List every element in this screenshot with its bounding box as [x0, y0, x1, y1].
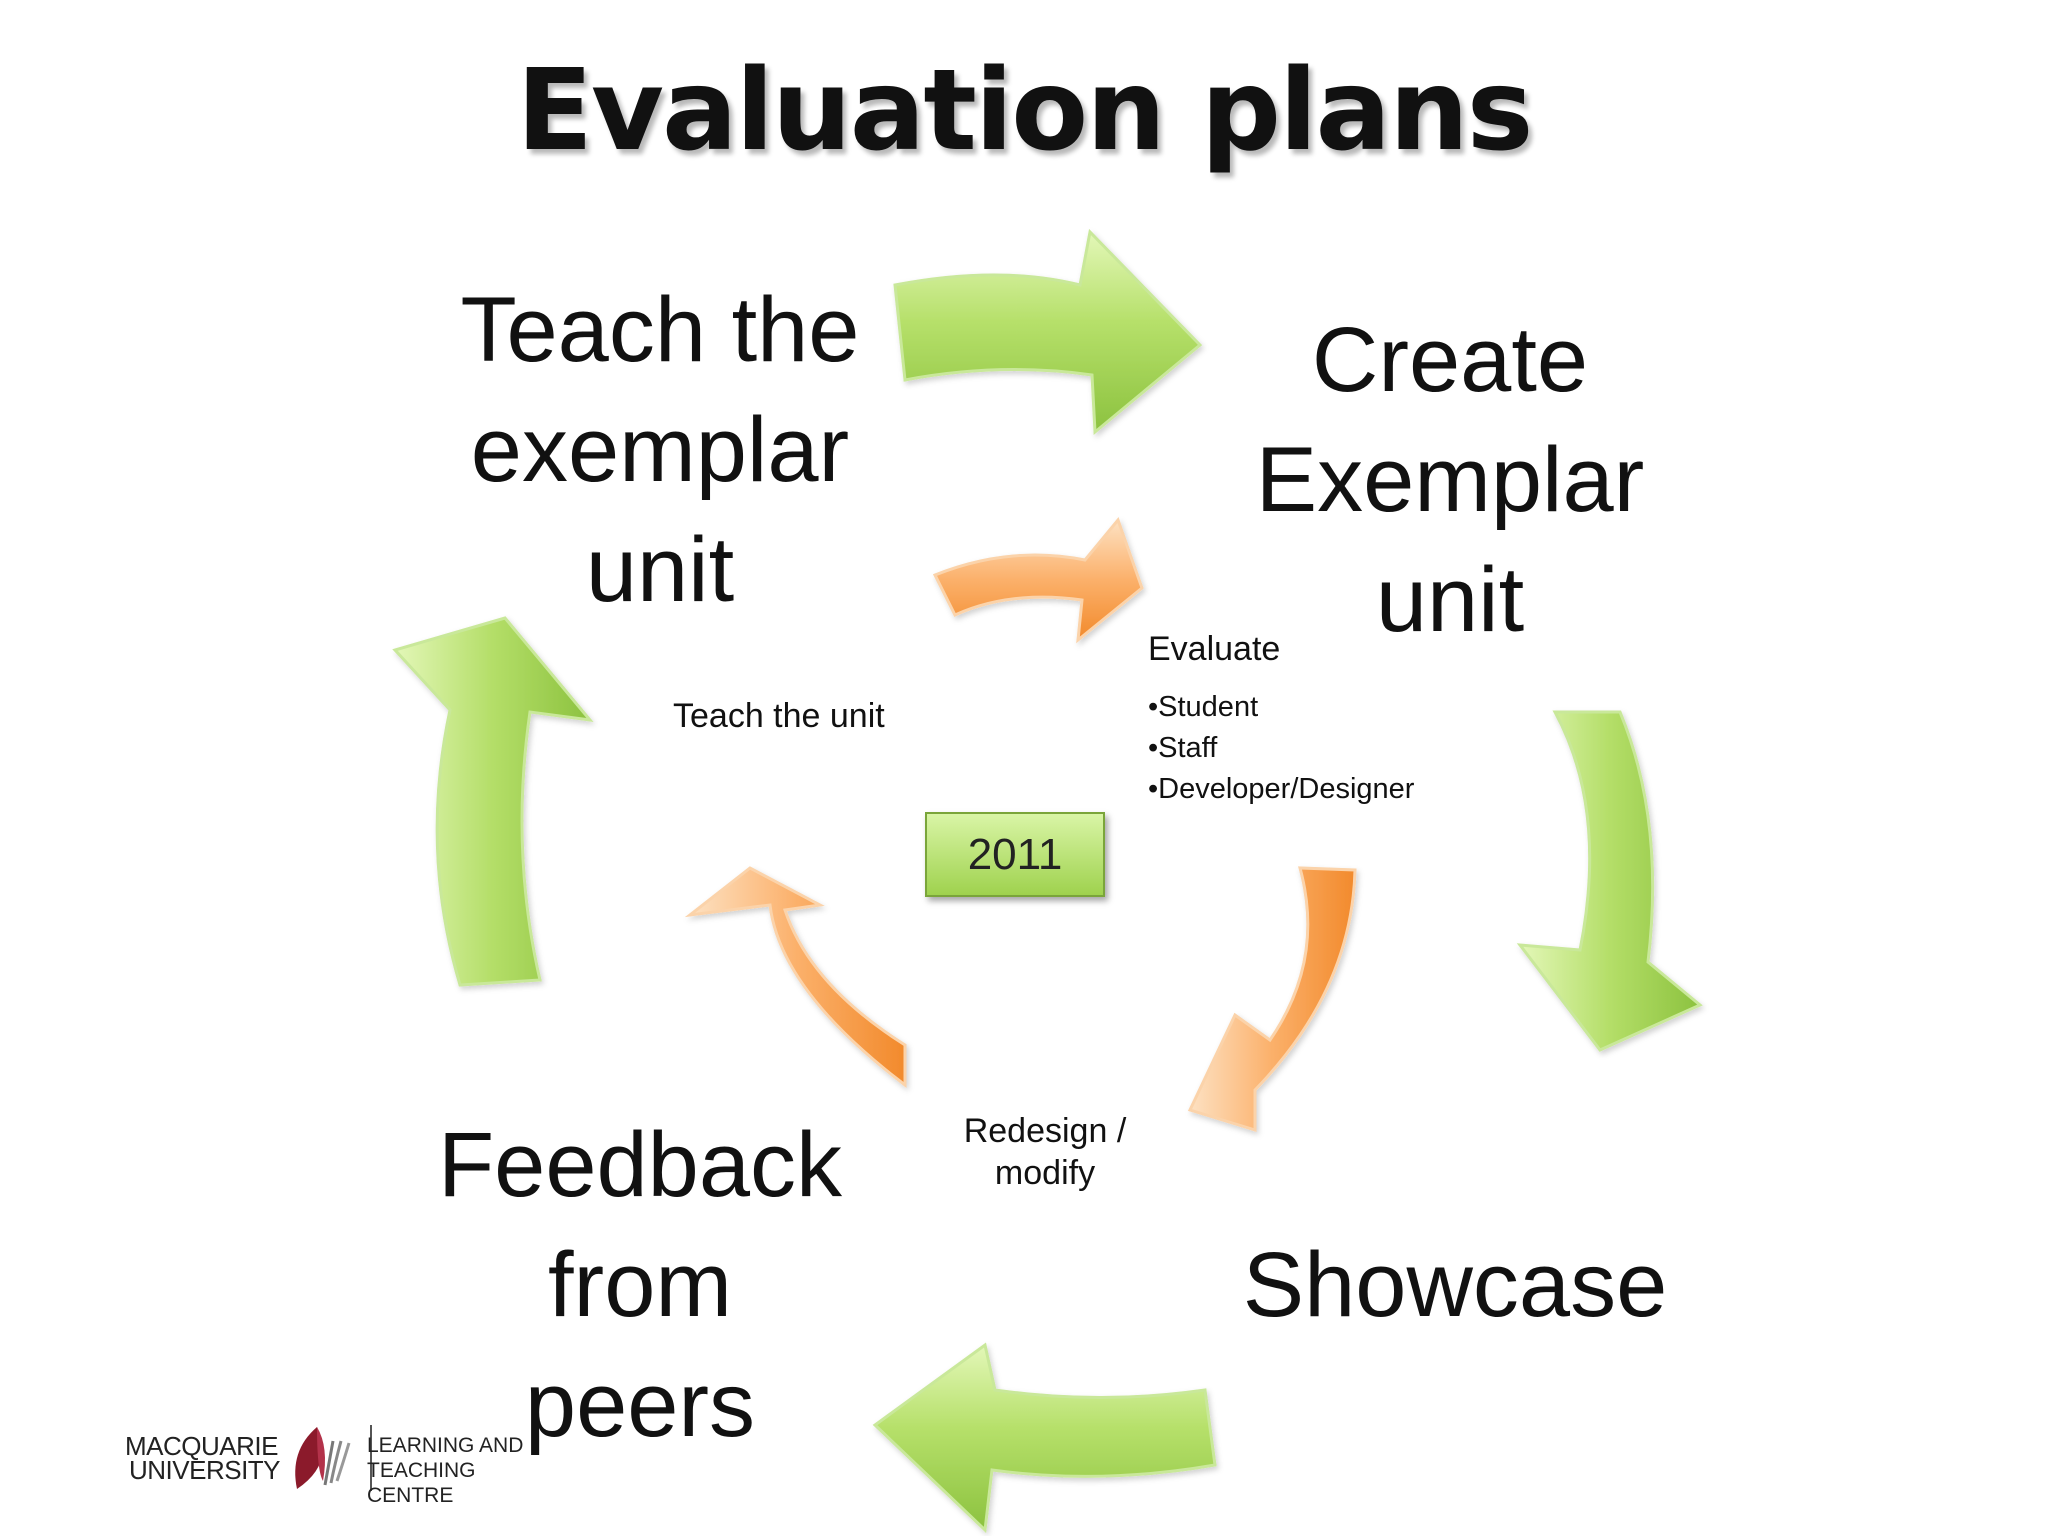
label-redesign-line-2: modify — [994, 1154, 1096, 1192]
label-create-line-1: Create — [1311, 309, 1589, 411]
label-create-line-3: unit — [1375, 549, 1525, 651]
logo-unit-line-2: TEACHING CENTRE — [367, 1459, 476, 1507]
label-create-line-2: Exemplar — [1255, 429, 1645, 531]
label-evaluate: Evaluate — [1148, 630, 1281, 668]
logo-unit-line-1: LEARNING AND — [367, 1434, 524, 1457]
page-title: Evaluation plans — [516, 46, 1534, 176]
evaluate-item-staff: •Staff — [1148, 732, 1218, 764]
label-feedback-line-3: peers — [524, 1354, 756, 1456]
label-teach-the-unit: Teach the unit — [673, 697, 885, 735]
arrow-feedback-to-teach — [392, 616, 594, 987]
label-evaluate-group: Evaluate •Student •Staff •Developer/Desi… — [1148, 628, 1414, 810]
arrow-create-to-showcase — [1516, 710, 1703, 1052]
arrow-evaluate-to-redesign — [1187, 866, 1357, 1133]
macquarie-logo: MACQUARIE UNIVERSITY LEARNING AND TEACHI… — [125, 1425, 525, 1507]
logo-line-1: MACQUARIE — [125, 1431, 278, 1461]
label-teach-exemplar-unit: Teach the exemplar unit — [420, 270, 900, 630]
evaluate-item-developer: •Developer/Designer — [1148, 773, 1415, 805]
label-teach-line-3: unit — [585, 519, 735, 621]
label-teach-line-1: Teach the — [460, 279, 860, 381]
evaluate-list: •Student •Staff •Developer/Designer — [1148, 687, 1414, 810]
label-teach-line-2: exemplar — [470, 399, 850, 501]
label-showcase: Showcase — [1242, 1234, 1668, 1336]
arrow-redesign-to-teach-unit — [684, 866, 907, 1089]
year-badge: 2011 — [925, 812, 1105, 897]
arrow-showcase-to-feedback — [872, 1342, 1217, 1534]
logo-emblem-icon — [295, 1425, 372, 1491]
arrow-teach-unit-to-evaluate — [932, 516, 1144, 644]
logo-line-2: UNIVERSITY — [129, 1455, 281, 1485]
arrow-teach-to-create — [893, 228, 1203, 436]
label-redesign-line-1: Redesign / — [963, 1112, 1127, 1150]
label-feedback-from-peers: Feedback from peers — [400, 1105, 880, 1465]
label-create-exemplar-unit: Create Exemplar unit — [1215, 300, 1685, 660]
label-redesign-modify: Redesign / modify — [935, 1110, 1155, 1194]
label-feedback-line-2: from — [548, 1234, 732, 1336]
label-feedback-line-1: Feedback — [437, 1114, 843, 1216]
evaluate-item-student: •Student — [1148, 691, 1259, 723]
